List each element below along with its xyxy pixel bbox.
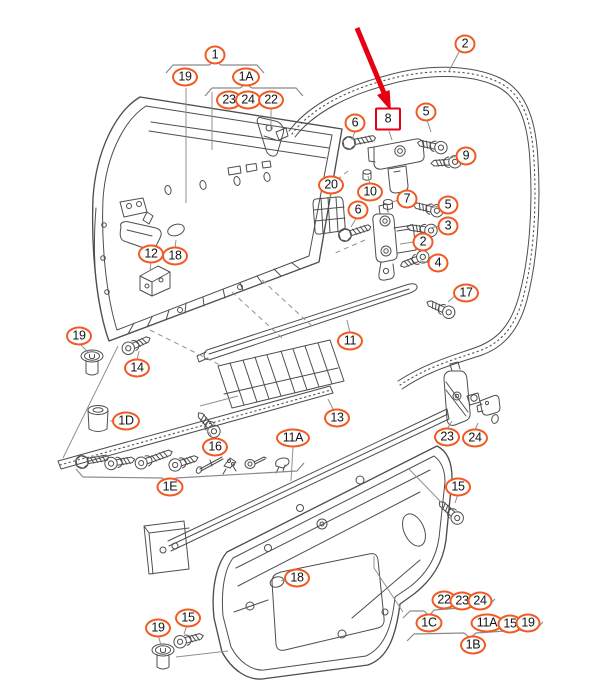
callout-15[interactable]: 15 <box>445 477 471 497</box>
fastener-row-1E-drawing <box>74 445 290 475</box>
upper-hinge-drawing <box>336 131 463 194</box>
callout-24[interactable]: 24 <box>467 591 493 611</box>
door-frame-drawing <box>91 96 343 342</box>
callout-18[interactable]: 18 <box>284 568 310 588</box>
callout-2[interactable]: 2 <box>412 232 434 252</box>
callout-20[interactable]: 20 <box>318 175 344 195</box>
callout-18[interactable]: 18 <box>162 246 188 266</box>
callout-19[interactable]: 19 <box>172 67 198 87</box>
highlight-arrow <box>354 27 391 111</box>
callout-11A[interactable]: 11A <box>276 428 310 448</box>
callout-15[interactable]: 15 <box>175 608 201 628</box>
callout-1C[interactable]: 1C <box>415 613 443 633</box>
callout-19[interactable]: 19 <box>66 326 92 346</box>
callout-5[interactable]: 5 <box>415 102 437 122</box>
callout-23[interactable]: 23 <box>434 427 460 447</box>
callout-1E[interactable]: 1E <box>156 477 184 497</box>
impact-beam-drawing <box>143 408 450 575</box>
fasteners-drawing <box>80 332 467 670</box>
callout-19[interactable]: 19 <box>515 613 541 633</box>
callout-11[interactable]: 11 <box>337 331 363 351</box>
callout-2[interactable]: 2 <box>454 34 476 54</box>
callout-22[interactable]: 22 <box>258 90 284 110</box>
callout-12[interactable]: 12 <box>138 244 164 264</box>
grommet-strip-drawing <box>312 196 346 235</box>
door-seal-drawing <box>288 66 540 390</box>
callout-3[interactable]: 3 <box>437 216 459 236</box>
callout-16[interactable]: 16 <box>202 437 228 457</box>
lower-hinge-drawing <box>332 198 445 281</box>
callout-6[interactable]: 6 <box>344 113 366 133</box>
callout-17[interactable]: 17 <box>453 283 479 303</box>
strip-13-drawing <box>57 385 334 470</box>
door-check-drawing <box>443 361 501 426</box>
callout-15[interactable]: 15 <box>497 614 523 634</box>
inner-door-panel-drawing <box>212 445 453 680</box>
callout-9[interactable]: 9 <box>455 146 477 166</box>
callout-7[interactable]: 7 <box>396 189 418 209</box>
check-strap-drawing <box>256 117 289 157</box>
callout-1[interactable]: 1 <box>204 45 226 65</box>
callout-5[interactable]: 5 <box>437 195 459 215</box>
callout-19[interactable]: 19 <box>145 618 171 638</box>
belt-channel-drawing <box>217 339 345 409</box>
belt-molding-drawing <box>196 283 418 363</box>
callout-10[interactable]: 10 <box>357 182 383 202</box>
callout-8[interactable]: 8 <box>375 107 401 131</box>
callout-13[interactable]: 13 <box>324 408 350 428</box>
callout-14[interactable]: 14 <box>124 358 150 378</box>
callout-1D[interactable]: 1D <box>112 411 140 431</box>
callout-6[interactable]: 6 <box>347 200 369 220</box>
callout-1A[interactable]: 1A <box>232 67 260 87</box>
callout-24[interactable]: 24 <box>462 428 488 448</box>
callout-4[interactable]: 4 <box>427 253 449 273</box>
callout-1B[interactable]: 1B <box>460 635 486 655</box>
